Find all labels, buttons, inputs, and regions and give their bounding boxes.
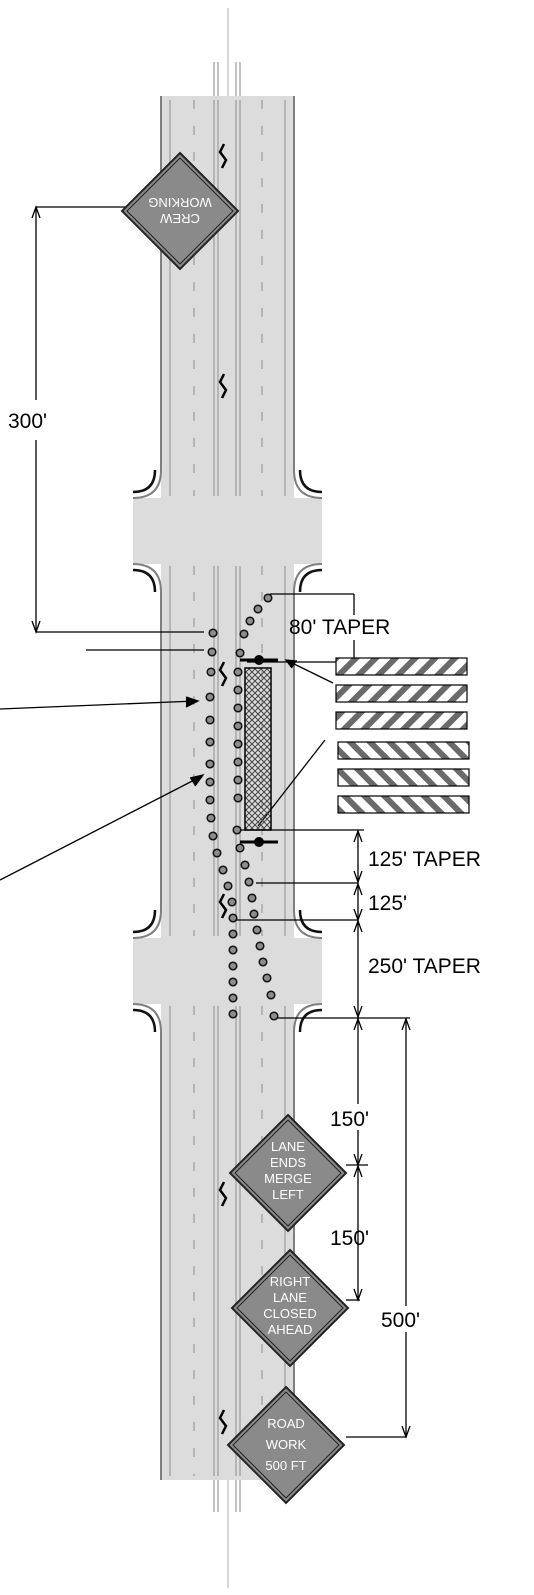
intersection-upper [133, 498, 322, 564]
dim-80-taper: 80' TAPER [289, 616, 390, 639]
lane-ends-sign: LANE ENDS MERGE LEFT [228, 1113, 348, 1233]
lane-shift-arrow-icon [218, 143, 228, 1435]
right-lane-closed-sign: RIGHT LANE CLOSED AHEAD [230, 1248, 350, 1368]
dimension-lines [31, 205, 411, 1439]
dim-125-taper: 125' TAPER [368, 848, 481, 871]
dim-150-second: 150' [330, 1227, 369, 1250]
lane-ends-line2: ENDS [270, 1155, 306, 1170]
crew-working-line1: CREW [159, 211, 199, 226]
right-lane-closed-line4: AHEAD [268, 1322, 313, 1337]
curb-details [132, 469, 323, 1033]
lane-ends-line4: LEFT [272, 1187, 304, 1202]
dim-125: 125' [368, 892, 407, 915]
crew-working-line2: WORKING [148, 195, 212, 210]
dim-250-taper: 250' TAPER [368, 955, 481, 978]
road-edges [132, 96, 323, 1480]
right-lane-closed-line3: CLOSED [263, 1306, 316, 1321]
traffic-cone-icon [205, 593, 279, 1021]
dim-150-first: 150' [330, 1108, 369, 1131]
road-main [161, 96, 294, 1480]
lane-markings [169, 100, 286, 1476]
road-work-line2: WORK [266, 1437, 307, 1452]
right-lane-closed-line1: RIGHT [270, 1274, 311, 1289]
road-work-sign: ROAD WORK 500 FT [226, 1385, 346, 1505]
intersection-lower [133, 938, 322, 1004]
work-area [244, 667, 272, 831]
dim-300: 300' [8, 410, 47, 433]
barricade-icon [335, 657, 470, 814]
roadway [133, 96, 322, 1480]
right-lane-closed-line2: LANE [273, 1290, 307, 1305]
crew-working-sign: CREW WORKING [120, 151, 240, 271]
dim-500: 500' [381, 1309, 420, 1332]
top-stub-markers [213, 62, 241, 1512]
road-work-line1: ROAD [267, 1416, 305, 1431]
lane-ends-line1: LANE [271, 1139, 305, 1154]
arrow-board-icon [240, 655, 278, 847]
lane-ends-line3: MERGE [264, 1171, 312, 1186]
road-work-line3: 500 FT [265, 1458, 306, 1473]
